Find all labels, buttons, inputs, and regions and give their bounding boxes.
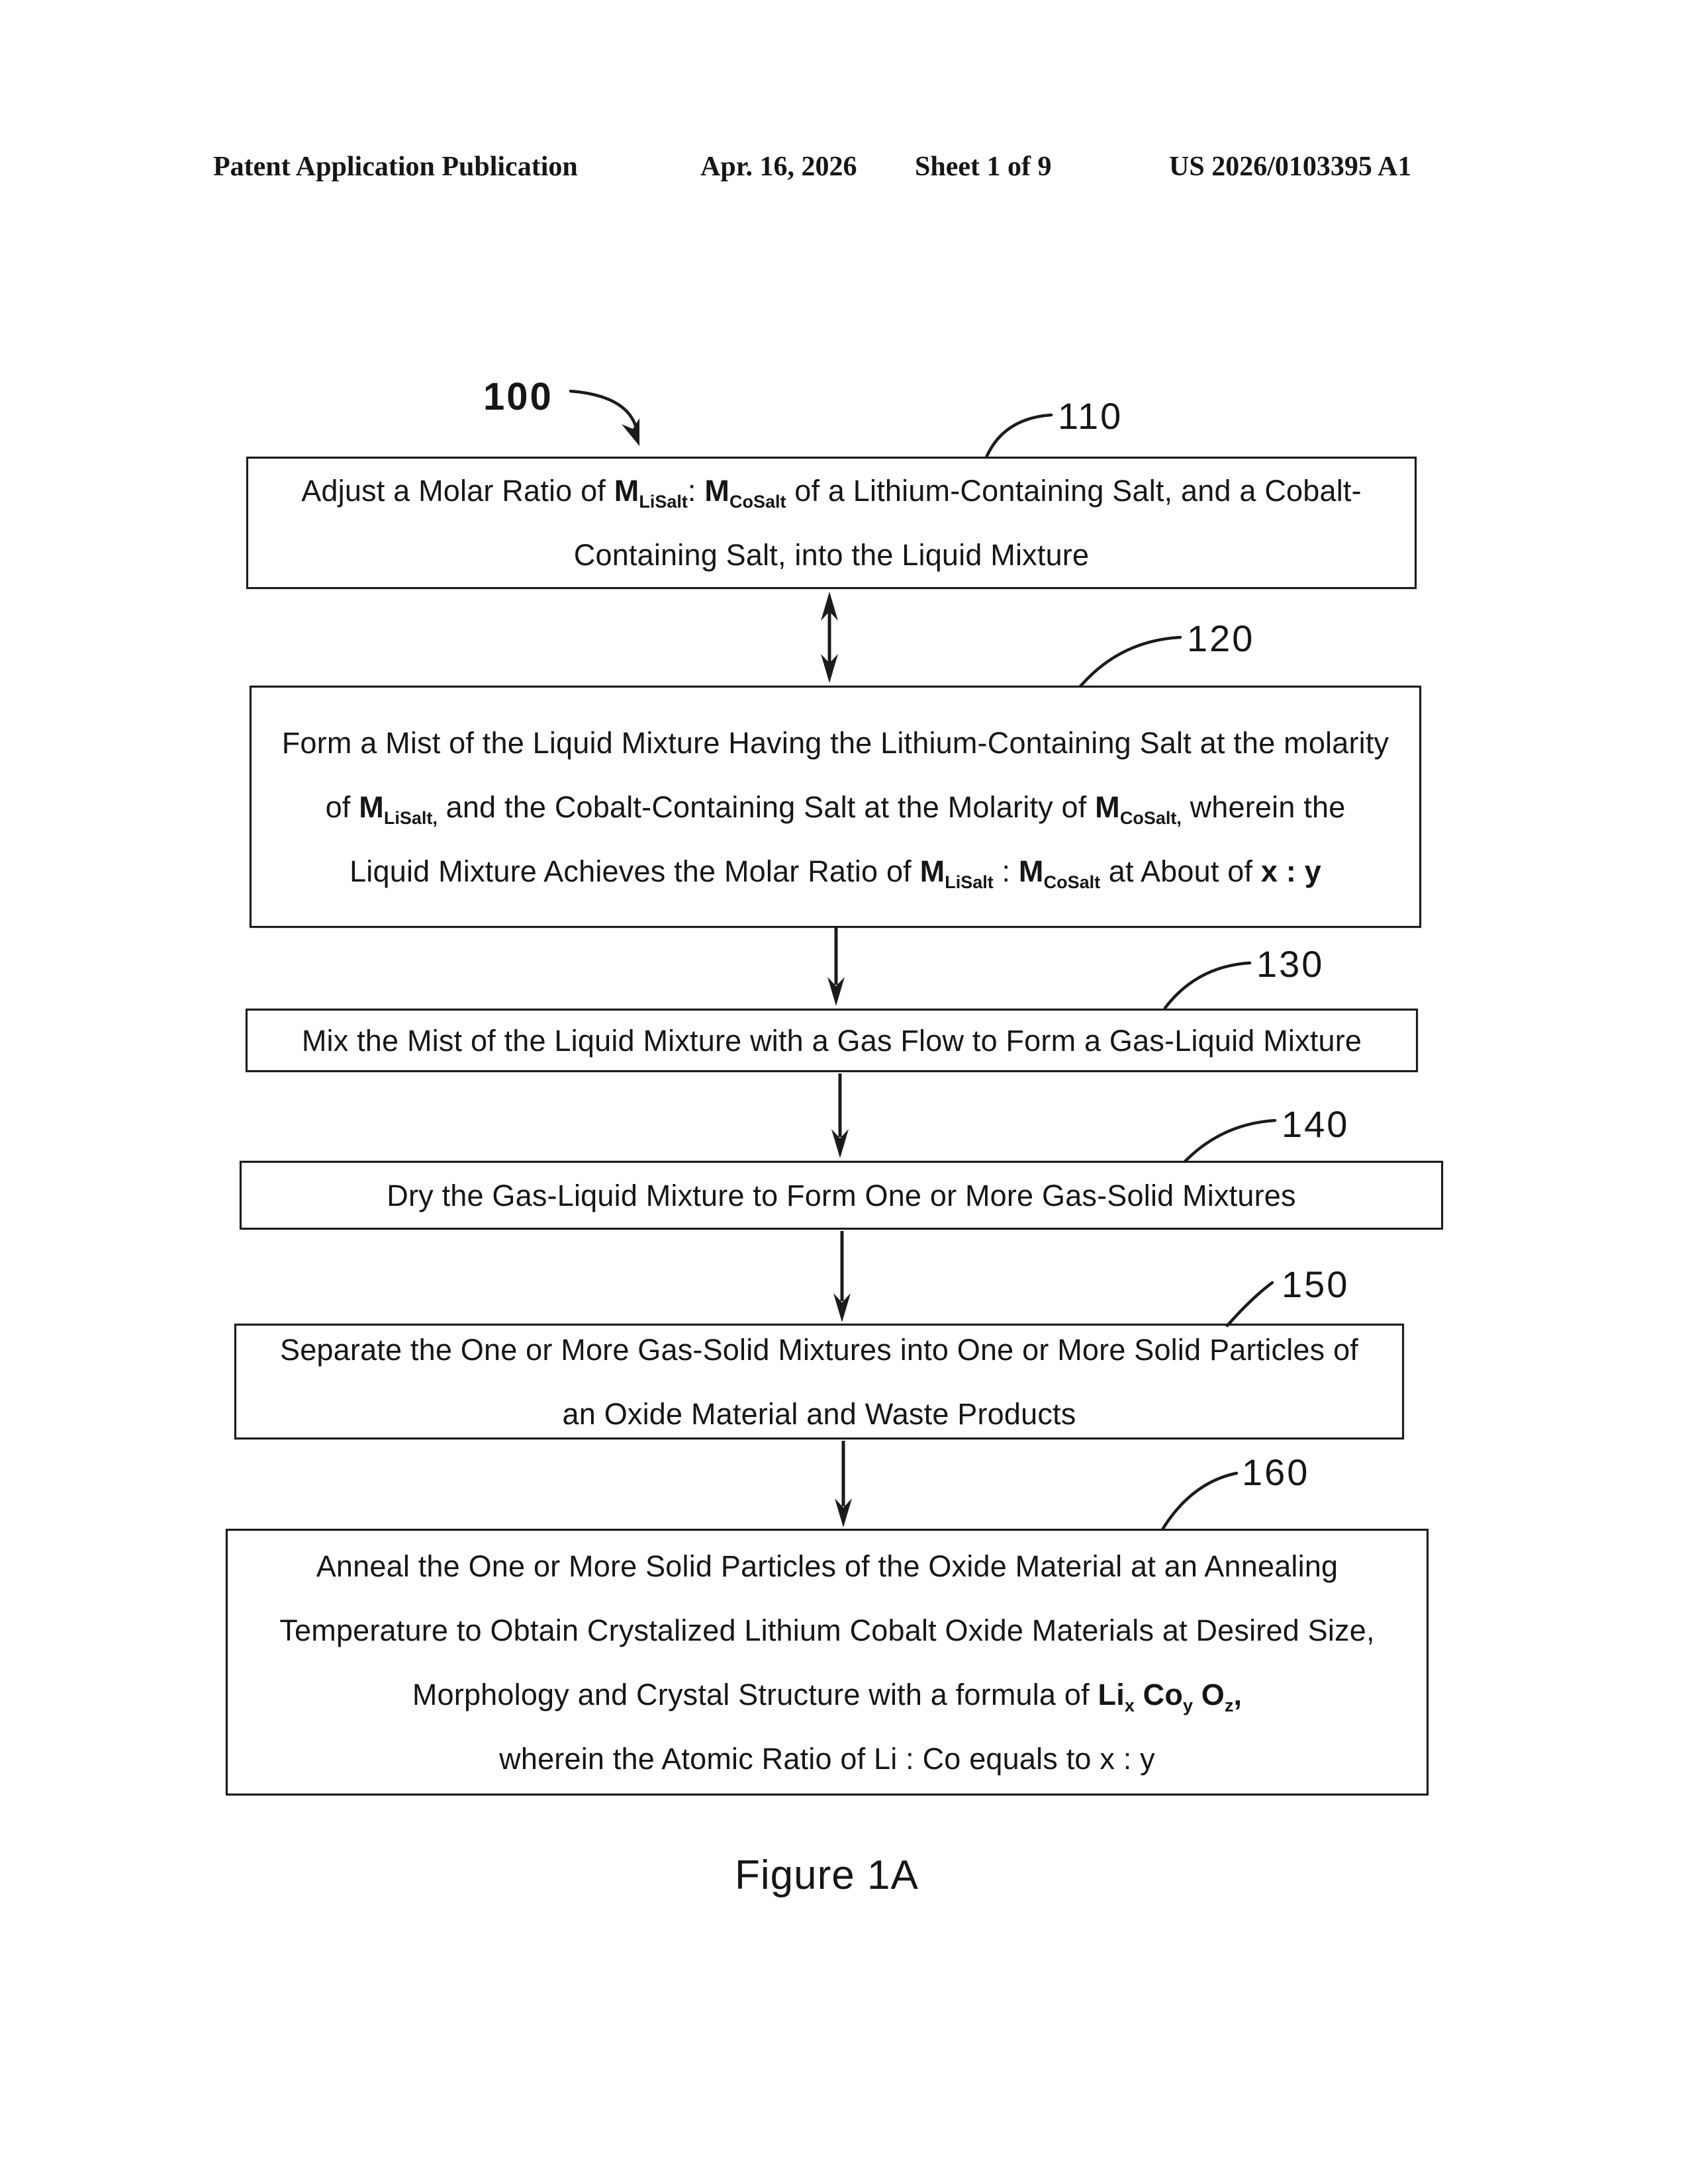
- figure-caption: Figure 1A: [735, 1852, 919, 1898]
- step-box-line: Morphology and Crystal Structure with a …: [412, 1677, 1243, 1715]
- header-publication-label: Patent Application Publication: [213, 152, 578, 182]
- flow-arrow-130-140: [831, 1073, 849, 1158]
- flow-arrow-140-150: [833, 1231, 851, 1322]
- flow-arrow-150-160: [835, 1441, 852, 1527]
- leader-line-160: [1160, 1471, 1239, 1531]
- step-box-line: Dry the Gas-Liquid Mixture to Form One o…: [387, 1178, 1296, 1212]
- header-sheet-number: Sheet 1 of 9: [915, 152, 1052, 182]
- step-box-130: Mix the Mist of the Liquid Mixture with …: [246, 1009, 1418, 1072]
- flow-arrow-120-130: [827, 928, 845, 1006]
- step-box-150: Separate the One or More Gas-Solid Mixtu…: [234, 1324, 1404, 1439]
- step-box-140: Dry the Gas-Liquid Mixture to Form One o…: [240, 1161, 1443, 1230]
- step-box-line: Containing Salt, into the Liquid Mixture: [573, 538, 1090, 572]
- leader-line-120: [1078, 635, 1182, 688]
- flow-arrow-110-120-double: [821, 592, 838, 683]
- step-box-line: Anneal the One or More Solid Particles o…: [316, 1549, 1338, 1583]
- leader-line-130: [1163, 961, 1252, 1010]
- step-ref-label-110: 110: [1058, 395, 1123, 437]
- step-box-line: Mix the Mist of the Liquid Mixture with …: [301, 1023, 1362, 1058]
- step-box-110: Adjust a Molar Ratio of MLiSalt: MCoSalt…: [246, 457, 1417, 589]
- step-box-160: Anneal the One or More Solid Particles o…: [226, 1529, 1429, 1796]
- leader-line-110: [984, 413, 1053, 459]
- root-ref-arrow: [569, 389, 639, 446]
- step-box-line: wherein the Atomic Ratio of Li : Co equa…: [499, 1741, 1155, 1776]
- step-ref-label-140: 140: [1282, 1103, 1350, 1145]
- root-ref-label: 100: [483, 375, 553, 418]
- page-header: Patent Application Publication Apr. 16, …: [0, 151, 1688, 191]
- header-document-number: US 2026/0103395 A1: [1169, 152, 1412, 182]
- step-box-line: Liquid Mixture Achieves the Molar Ratio …: [350, 854, 1321, 892]
- step-ref-label-130: 130: [1256, 943, 1325, 985]
- step-box-line: an Oxide Material and Waste Products: [562, 1396, 1076, 1431]
- step-ref-label-150: 150: [1282, 1263, 1350, 1305]
- header-date: Apr. 16, 2026: [700, 152, 857, 182]
- step-box-line: Temperature to Obtain Crystalized Lithiu…: [279, 1613, 1375, 1647]
- step-box-line: Separate the One or More Gas-Solid Mixtu…: [279, 1332, 1358, 1367]
- step-box-line: Adjust a Molar Ratio of MLiSalt: MCoSalt…: [301, 474, 1362, 512]
- step-ref-label-160: 160: [1242, 1451, 1310, 1493]
- step-box-line: Form a Mist of the Liquid Mixture Having…: [281, 725, 1389, 760]
- step-box-120: Form a Mist of the Liquid Mixture Having…: [250, 686, 1421, 928]
- step-box-line: of MLiSalt, and the Cobalt-Containing Sa…: [325, 790, 1346, 828]
- leader-line-140: [1183, 1118, 1277, 1163]
- step-ref-label-120: 120: [1187, 617, 1255, 659]
